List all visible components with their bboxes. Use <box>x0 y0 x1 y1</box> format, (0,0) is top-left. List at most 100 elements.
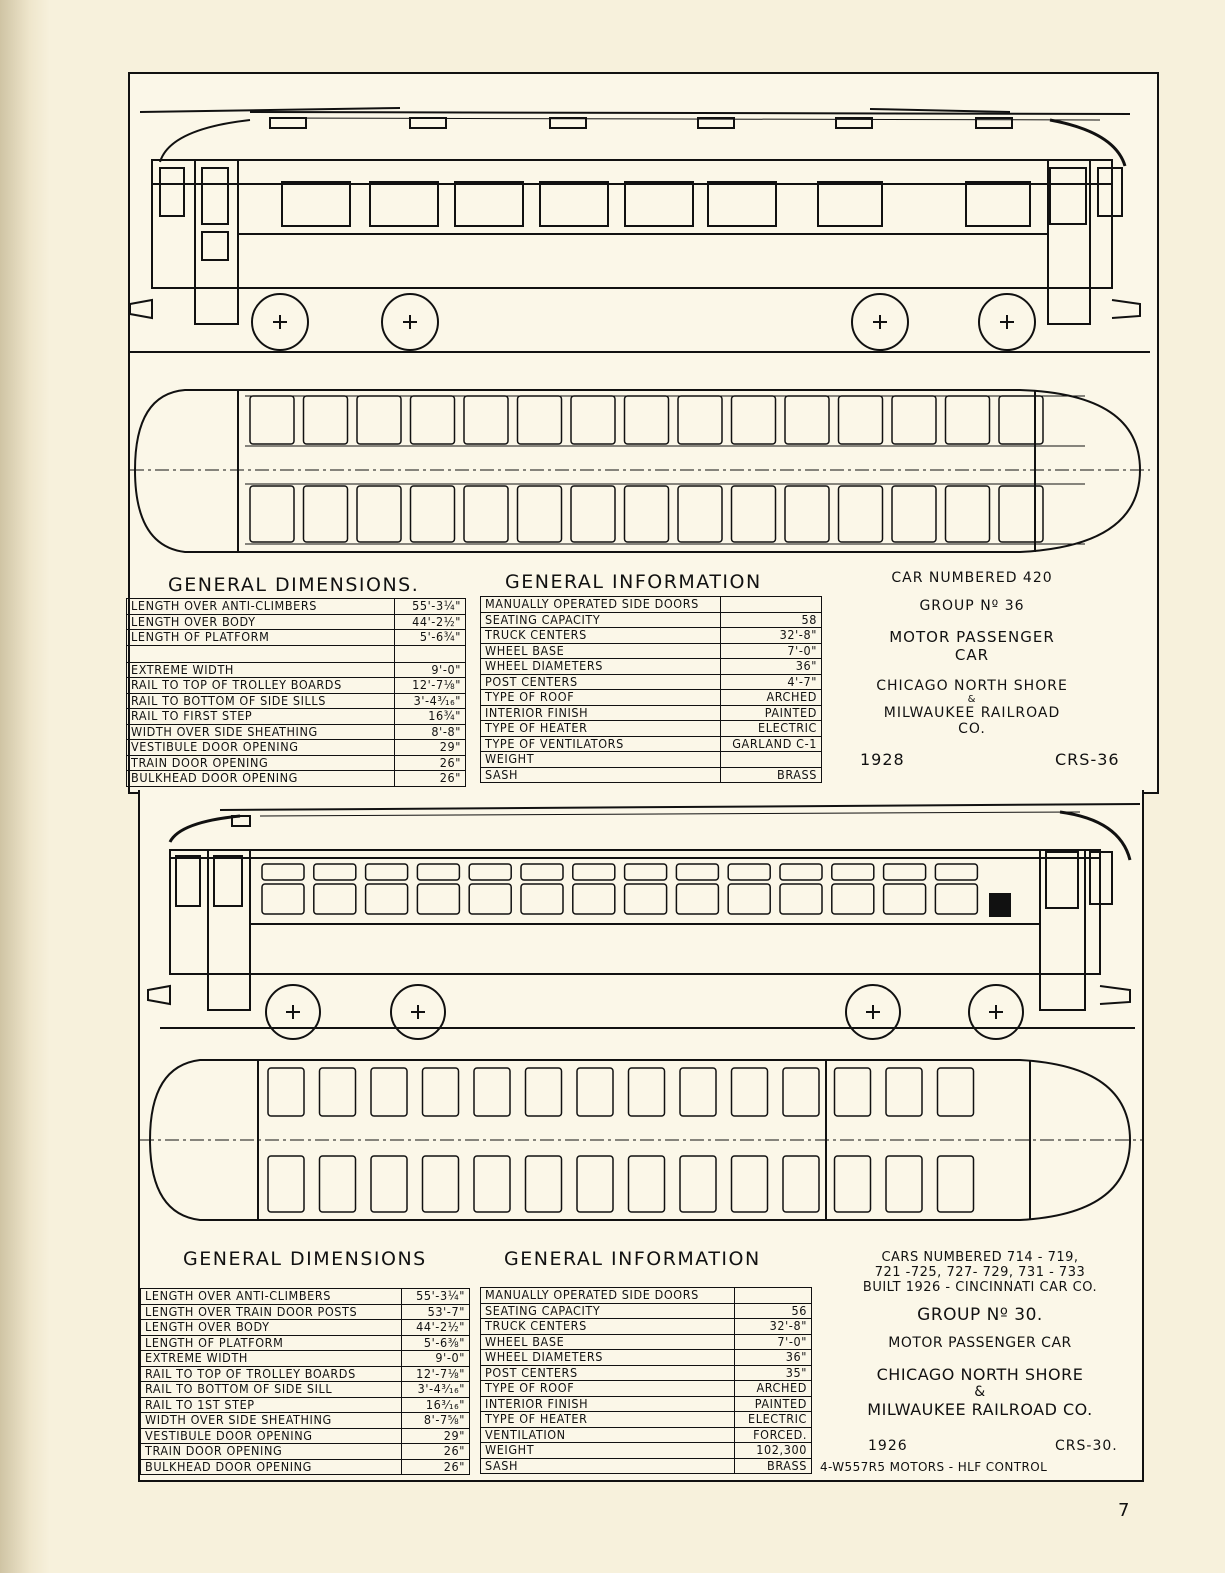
car-420-year: 1928 <box>860 750 905 769</box>
seat <box>730 1067 769 1117</box>
seat <box>998 485 1044 543</box>
window <box>364 883 409 915</box>
spec-value: 58 <box>720 611 822 628</box>
seat <box>623 395 670 445</box>
spec-label: SEATING CAPACITY <box>480 1302 735 1319</box>
page-number: 7 <box>1118 1500 1130 1521</box>
spec-label: VESTIBULE DOOR OPENING <box>125 739 396 756</box>
spec-value: ELECTRIC <box>733 1411 813 1428</box>
seat <box>524 1155 563 1213</box>
spec-value: 7'-0" <box>720 642 822 659</box>
seat <box>516 485 563 543</box>
spec-value: 3'-4³⁄₁₆" <box>400 1381 471 1398</box>
spec-label: BULKHEAD DOOR OPENING <box>125 770 396 787</box>
spec-label: RAIL TO BOTTOM OF SIDE SILL <box>140 1381 402 1398</box>
spec-value: 8'-7⅝" <box>400 1412 471 1429</box>
seat <box>782 1067 820 1117</box>
spec-row <box>125 644 466 663</box>
spec-value: FORCED. <box>733 1426 813 1443</box>
spec-value: 26" <box>400 1458 471 1475</box>
seat <box>302 395 349 445</box>
spec-label: RAIL TO BOTTOM OF SIDE SILLS <box>125 692 396 709</box>
spec-value <box>394 644 466 663</box>
spec-label: RAIL TO 1ST STEP <box>140 1396 402 1413</box>
spec-label: TRUCK CENTERS <box>480 1318 735 1335</box>
seat <box>944 395 991 445</box>
seat <box>576 1067 614 1117</box>
car-714-cars-line2: 721 -725, 727- 729, 731 - 733 <box>874 1265 1086 1280</box>
seat <box>833 1155 872 1213</box>
spec-value: PAINTED <box>720 704 822 721</box>
car-420-side-elevation <box>129 107 1150 353</box>
car-420-group: GROUP Nº 36 <box>919 598 1025 614</box>
spec-value: 55'-3¼" <box>400 1288 471 1305</box>
spec-label: WIDTH OVER SIDE SHEATHING <box>125 723 396 740</box>
car-714-information-heading: GENERAL INFORMATION <box>504 1248 761 1270</box>
seat <box>473 1155 511 1213</box>
spec-value: 44'-2½" <box>394 613 466 630</box>
spec-value: 32'-8" <box>720 627 822 644</box>
spec-label: WHEEL DIAMETERS <box>480 1349 735 1366</box>
spec-label: LENGTH OVER ANTI-CLIMBERS <box>140 1288 402 1305</box>
window <box>572 883 616 915</box>
seat <box>267 1067 305 1117</box>
spec-value: 12'-7⅛" <box>400 1365 471 1382</box>
seat <box>730 1155 769 1213</box>
seat <box>473 1067 511 1117</box>
spec-value: BRASS <box>733 1457 813 1474</box>
seat <box>318 1155 357 1213</box>
spec-label: TYPE OF ROOF <box>479 689 722 706</box>
spec-label: LENGTH OVER TRAIN DOOR POSTS <box>140 1303 402 1320</box>
window-transom <box>934 863 979 881</box>
spec-value: 36" <box>733 1349 813 1366</box>
seat <box>409 395 456 445</box>
spec-label: EXTREME WIDTH <box>140 1350 402 1367</box>
car-714-motors: 4-W557R5 MOTORS - HLF CONTROL <box>820 1460 1048 1474</box>
seat <box>409 485 456 543</box>
window <box>882 883 927 915</box>
seat <box>302 485 349 543</box>
spec-label: TYPE OF HEATER <box>479 720 722 737</box>
spec-value: 32'-8" <box>733 1318 813 1335</box>
seat <box>249 485 295 543</box>
spec-value: 26" <box>400 1443 471 1460</box>
spec-label: WIDTH OVER SIDE SHEATHING <box>140 1412 402 1429</box>
window <box>520 883 564 915</box>
seat <box>576 1155 614 1213</box>
spec-value: 35" <box>733 1364 813 1381</box>
spec-label: WEIGHT <box>480 1442 735 1459</box>
spec-label: LENGTH OVER BODY <box>125 613 396 630</box>
window-transom <box>623 863 668 881</box>
car-714-drawing-number: CRS-30. <box>1055 1438 1118 1454</box>
window-transom <box>675 863 720 881</box>
car-420-sheet: GENERAL DIMENSIONS. GENERAL INFORMATION … <box>125 72 1159 794</box>
car-420-information-heading: GENERAL INFORMATION <box>505 571 762 593</box>
spec-row: MANUALLY OPERATED SIDE DOORS <box>480 1287 813 1304</box>
spec-label: POST CENTERS <box>480 1364 735 1381</box>
spec-value: 4'-7" <box>720 673 822 690</box>
spec-value: 8'-8" <box>394 723 466 740</box>
car-714-sheet: GENERAL DIMENSIONS GENERAL INFORMATION L… <box>138 790 1144 1482</box>
spec-label: LENGTH OF PLATFORM <box>140 1334 402 1351</box>
